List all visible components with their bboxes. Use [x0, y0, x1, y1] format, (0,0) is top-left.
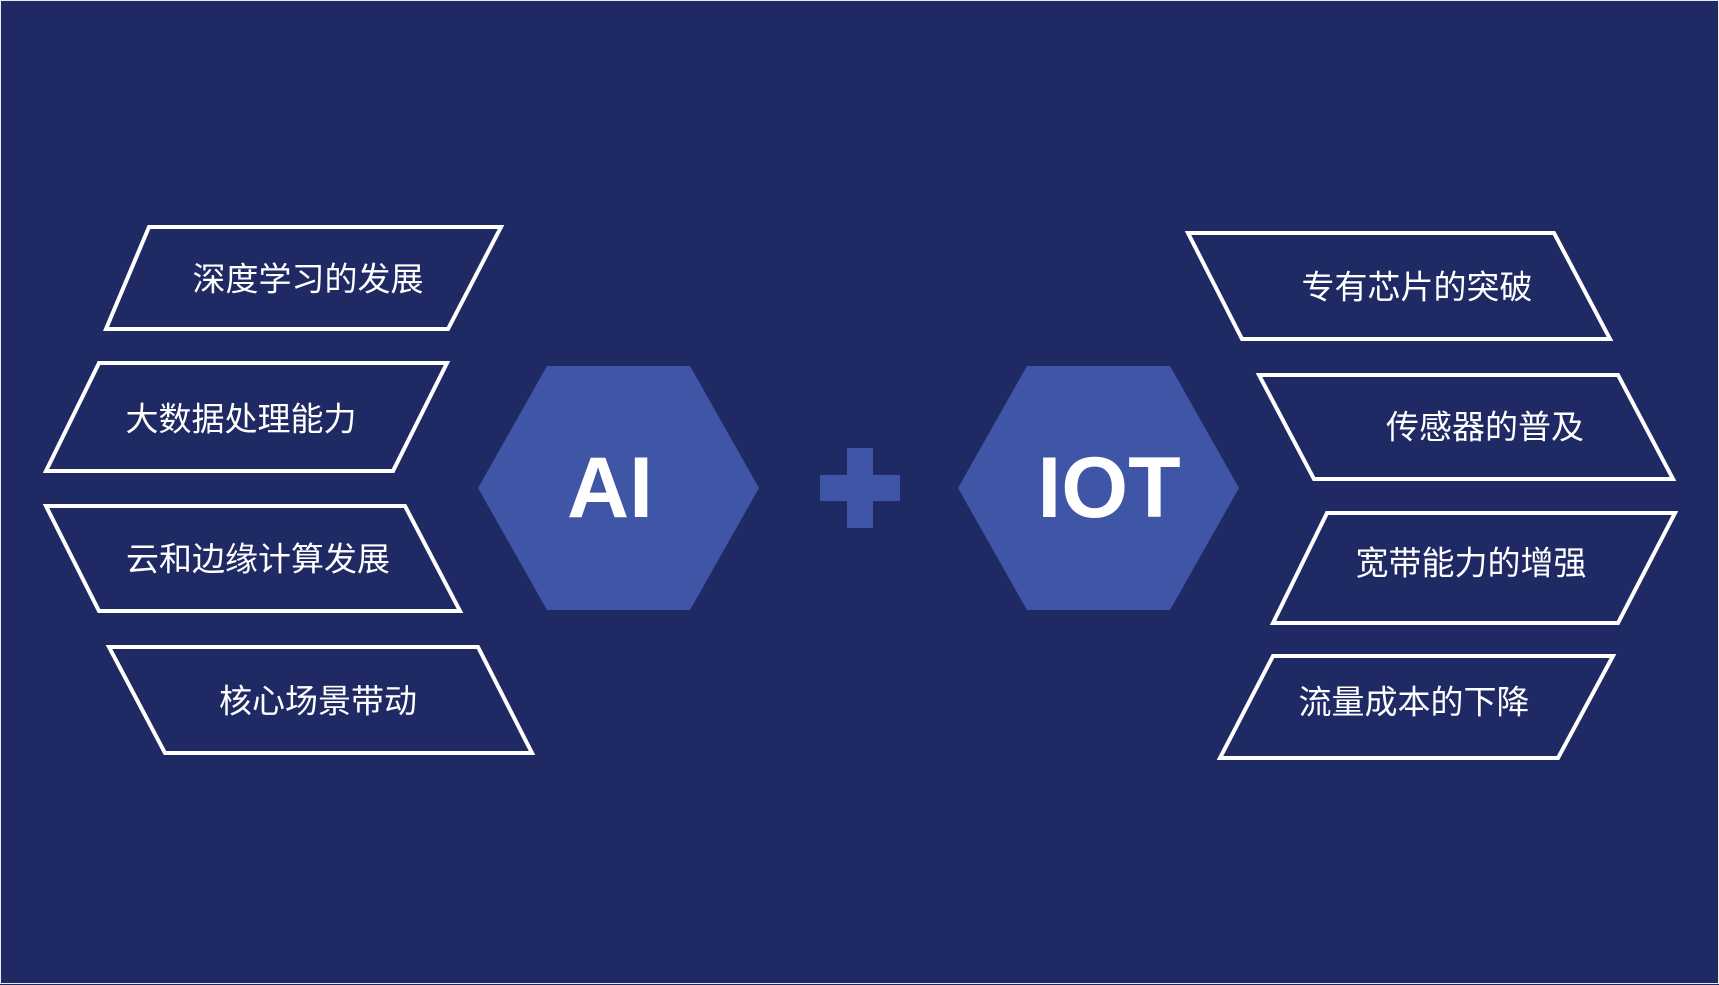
left-factor-4-label: 核心场景带动 [219, 681, 417, 721]
left-factor-3-label: 云和边缘计算发展 [126, 539, 390, 579]
iot-hexagon-label: IOT [1037, 440, 1181, 536]
left-factor-2-shape [42, 361, 451, 473]
right-factor-3-shape [1269, 511, 1679, 625]
right-factor-1-shape [1184, 231, 1614, 341]
ai-hexagon-label: AI [567, 440, 653, 536]
left-factor-4-shape [105, 645, 536, 755]
right-factor-2-label: 传感器的普及 [1386, 407, 1584, 447]
iot-hexagon-shape [958, 366, 1239, 610]
ai-hexagon-shape [478, 366, 759, 610]
left-factor-1-shape [102, 225, 505, 331]
right-factor-1-label: 专有芯片的突破 [1301, 267, 1533, 307]
right-factor-2-shape [1255, 373, 1677, 481]
right-factor-4-shape [1216, 654, 1617, 760]
left-factor-1-label: 深度学习的发展 [192, 259, 424, 299]
right-factor-3-label: 宽带能力的增强 [1355, 543, 1587, 583]
plus-icon [820, 448, 900, 528]
left-factor-2-label: 大数据处理能力 [125, 399, 357, 439]
left-factor-3-shape [42, 504, 464, 613]
right-factor-4-label: 流量成本的下降 [1298, 682, 1530, 722]
